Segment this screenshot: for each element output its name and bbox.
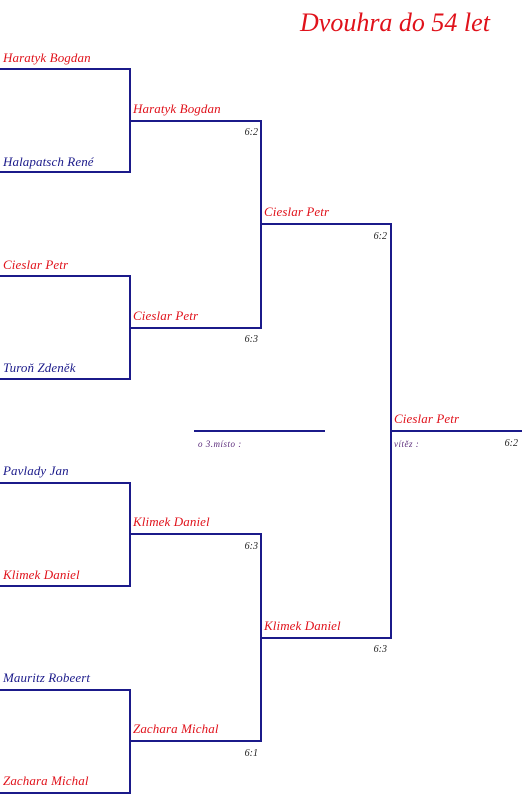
round1-player-6: Klimek Daniel bbox=[3, 567, 80, 582]
bracket-line bbox=[129, 120, 261, 122]
round1-player-1: Haratyk Bogdan bbox=[3, 50, 91, 65]
winner-label: vítěz : bbox=[394, 439, 420, 449]
round1-player-4: Turoň Zdeněk bbox=[3, 360, 76, 375]
round2-score-1: 6:2 bbox=[244, 127, 258, 138]
final-winner: Cieslar Petr bbox=[394, 411, 460, 426]
final-score: 6:2 bbox=[504, 438, 518, 449]
bracket-line bbox=[129, 533, 261, 535]
bracket-line bbox=[129, 689, 131, 794]
bracket-line bbox=[0, 689, 130, 691]
semifinal-player-2: Klimek Daniel bbox=[264, 618, 341, 633]
bracket-line bbox=[260, 637, 391, 639]
semifinal-player-1: Cieslar Petr bbox=[264, 204, 330, 219]
round2-player-3: Klimek Daniel bbox=[133, 514, 210, 529]
round1-player-5: Pavlady Jan bbox=[3, 463, 69, 478]
semifinal-score-1: 6:2 bbox=[373, 231, 387, 242]
final-line bbox=[390, 430, 522, 432]
round1-player-7: Mauritz Robeert bbox=[3, 670, 91, 685]
bracket-line bbox=[0, 68, 130, 70]
bracket-line bbox=[0, 171, 130, 173]
round2-player-1: Haratyk Bogdan bbox=[133, 101, 221, 116]
round2-player-4: Zachara Michal bbox=[133, 721, 219, 736]
third-place-label: o 3.místo : bbox=[198, 439, 242, 449]
semifinal-score-2: 6:3 bbox=[373, 644, 387, 655]
bracket-line bbox=[260, 223, 391, 225]
bracket-line bbox=[0, 275, 130, 277]
bracket-line bbox=[260, 120, 262, 329]
page-title: Dvouhra do 54 let bbox=[300, 8, 490, 37]
third-place-line bbox=[194, 430, 325, 432]
round2-score-3: 6:3 bbox=[244, 541, 258, 552]
bracket-line bbox=[129, 482, 131, 587]
bracket-line bbox=[0, 792, 130, 794]
bracket-line bbox=[0, 482, 130, 484]
round2-player-2: Cieslar Petr bbox=[133, 308, 199, 323]
bracket-line bbox=[0, 585, 130, 587]
bracket-line bbox=[0, 378, 130, 380]
round1-player-2: Halapatsch René bbox=[3, 154, 94, 169]
round2-score-4: 6:1 bbox=[244, 748, 258, 759]
round2-score-2: 6:3 bbox=[244, 334, 258, 345]
bracket-line bbox=[129, 327, 261, 329]
round1-player-3: Cieslar Petr bbox=[3, 257, 69, 272]
bracket-line bbox=[129, 740, 261, 742]
round1-player-8: Zachara Michal bbox=[3, 773, 89, 788]
